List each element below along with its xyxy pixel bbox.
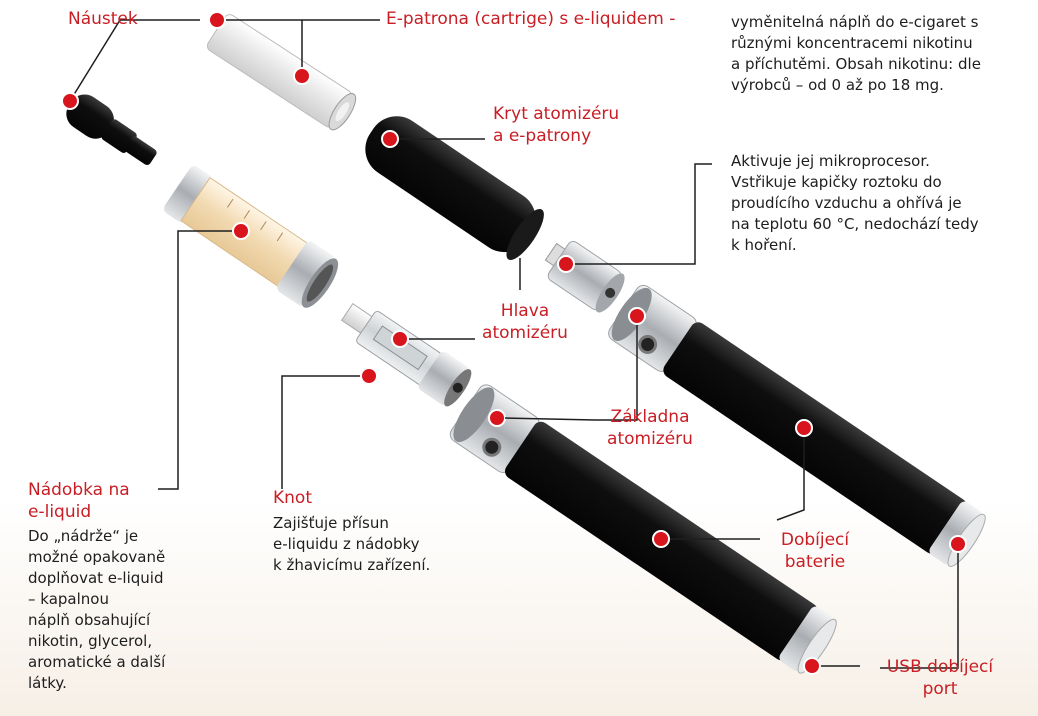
- dot-battery-left: [652, 530, 670, 548]
- dot-cartridge: [293, 67, 311, 85]
- label-dobijeci: Dobíjecí baterie: [780, 530, 850, 572]
- dot-head-wick: [391, 330, 409, 348]
- dot-kryt: [381, 130, 399, 148]
- desc-nadobka: Do „nádrže“ je možné opakovaně doplňovat…: [28, 527, 166, 692]
- dot-cartridge-top: [208, 11, 226, 29]
- desc-knot: Zajišťuje přísun e-liquidu z nádobky k ž…: [273, 514, 431, 574]
- label-hlava: Hlava atomizéru: [482, 301, 568, 343]
- dot-head: [557, 255, 575, 273]
- dot-tank: [232, 222, 250, 240]
- label-nadobka: Nádobka na e-liquid: [28, 480, 130, 522]
- dot-base-right: [628, 307, 646, 325]
- dot-base-left: [488, 409, 506, 427]
- label-cartridge: E-patrona (cartrige) s e-liquidem -: [386, 9, 676, 29]
- label-kryt: Kryt atomizéru a e-patrony: [493, 104, 620, 146]
- desc-mikroprocesor: Aktivuje jej mikroprocesor. Vstřikuje ka…: [731, 152, 979, 254]
- battery-right-part: [608, 284, 986, 567]
- atomizer-cover-part: [365, 116, 544, 260]
- desc-cartridge: vyměnitelná náplň do e-cigaret s různými…: [731, 13, 981, 94]
- dot-usb-right: [949, 535, 967, 553]
- cartridge-part: [206, 14, 357, 131]
- label-usb: USB dobíjecí port: [886, 657, 994, 699]
- wick-part: [340, 303, 472, 407]
- label-naustek: Náustek: [68, 9, 138, 29]
- label-zakladna: Základna atomizéru: [607, 407, 693, 449]
- dot-naustek: [61, 92, 79, 110]
- mouthpiece-part: [66, 94, 157, 165]
- label-knot: Knot: [273, 488, 312, 508]
- dot-battery-right: [795, 419, 813, 437]
- tank-part: [163, 166, 339, 308]
- leader-lines: [69, 19, 959, 669]
- dot-knot: [360, 367, 378, 385]
- marker-dots: [61, 11, 967, 675]
- dot-usb-left: [803, 657, 821, 675]
